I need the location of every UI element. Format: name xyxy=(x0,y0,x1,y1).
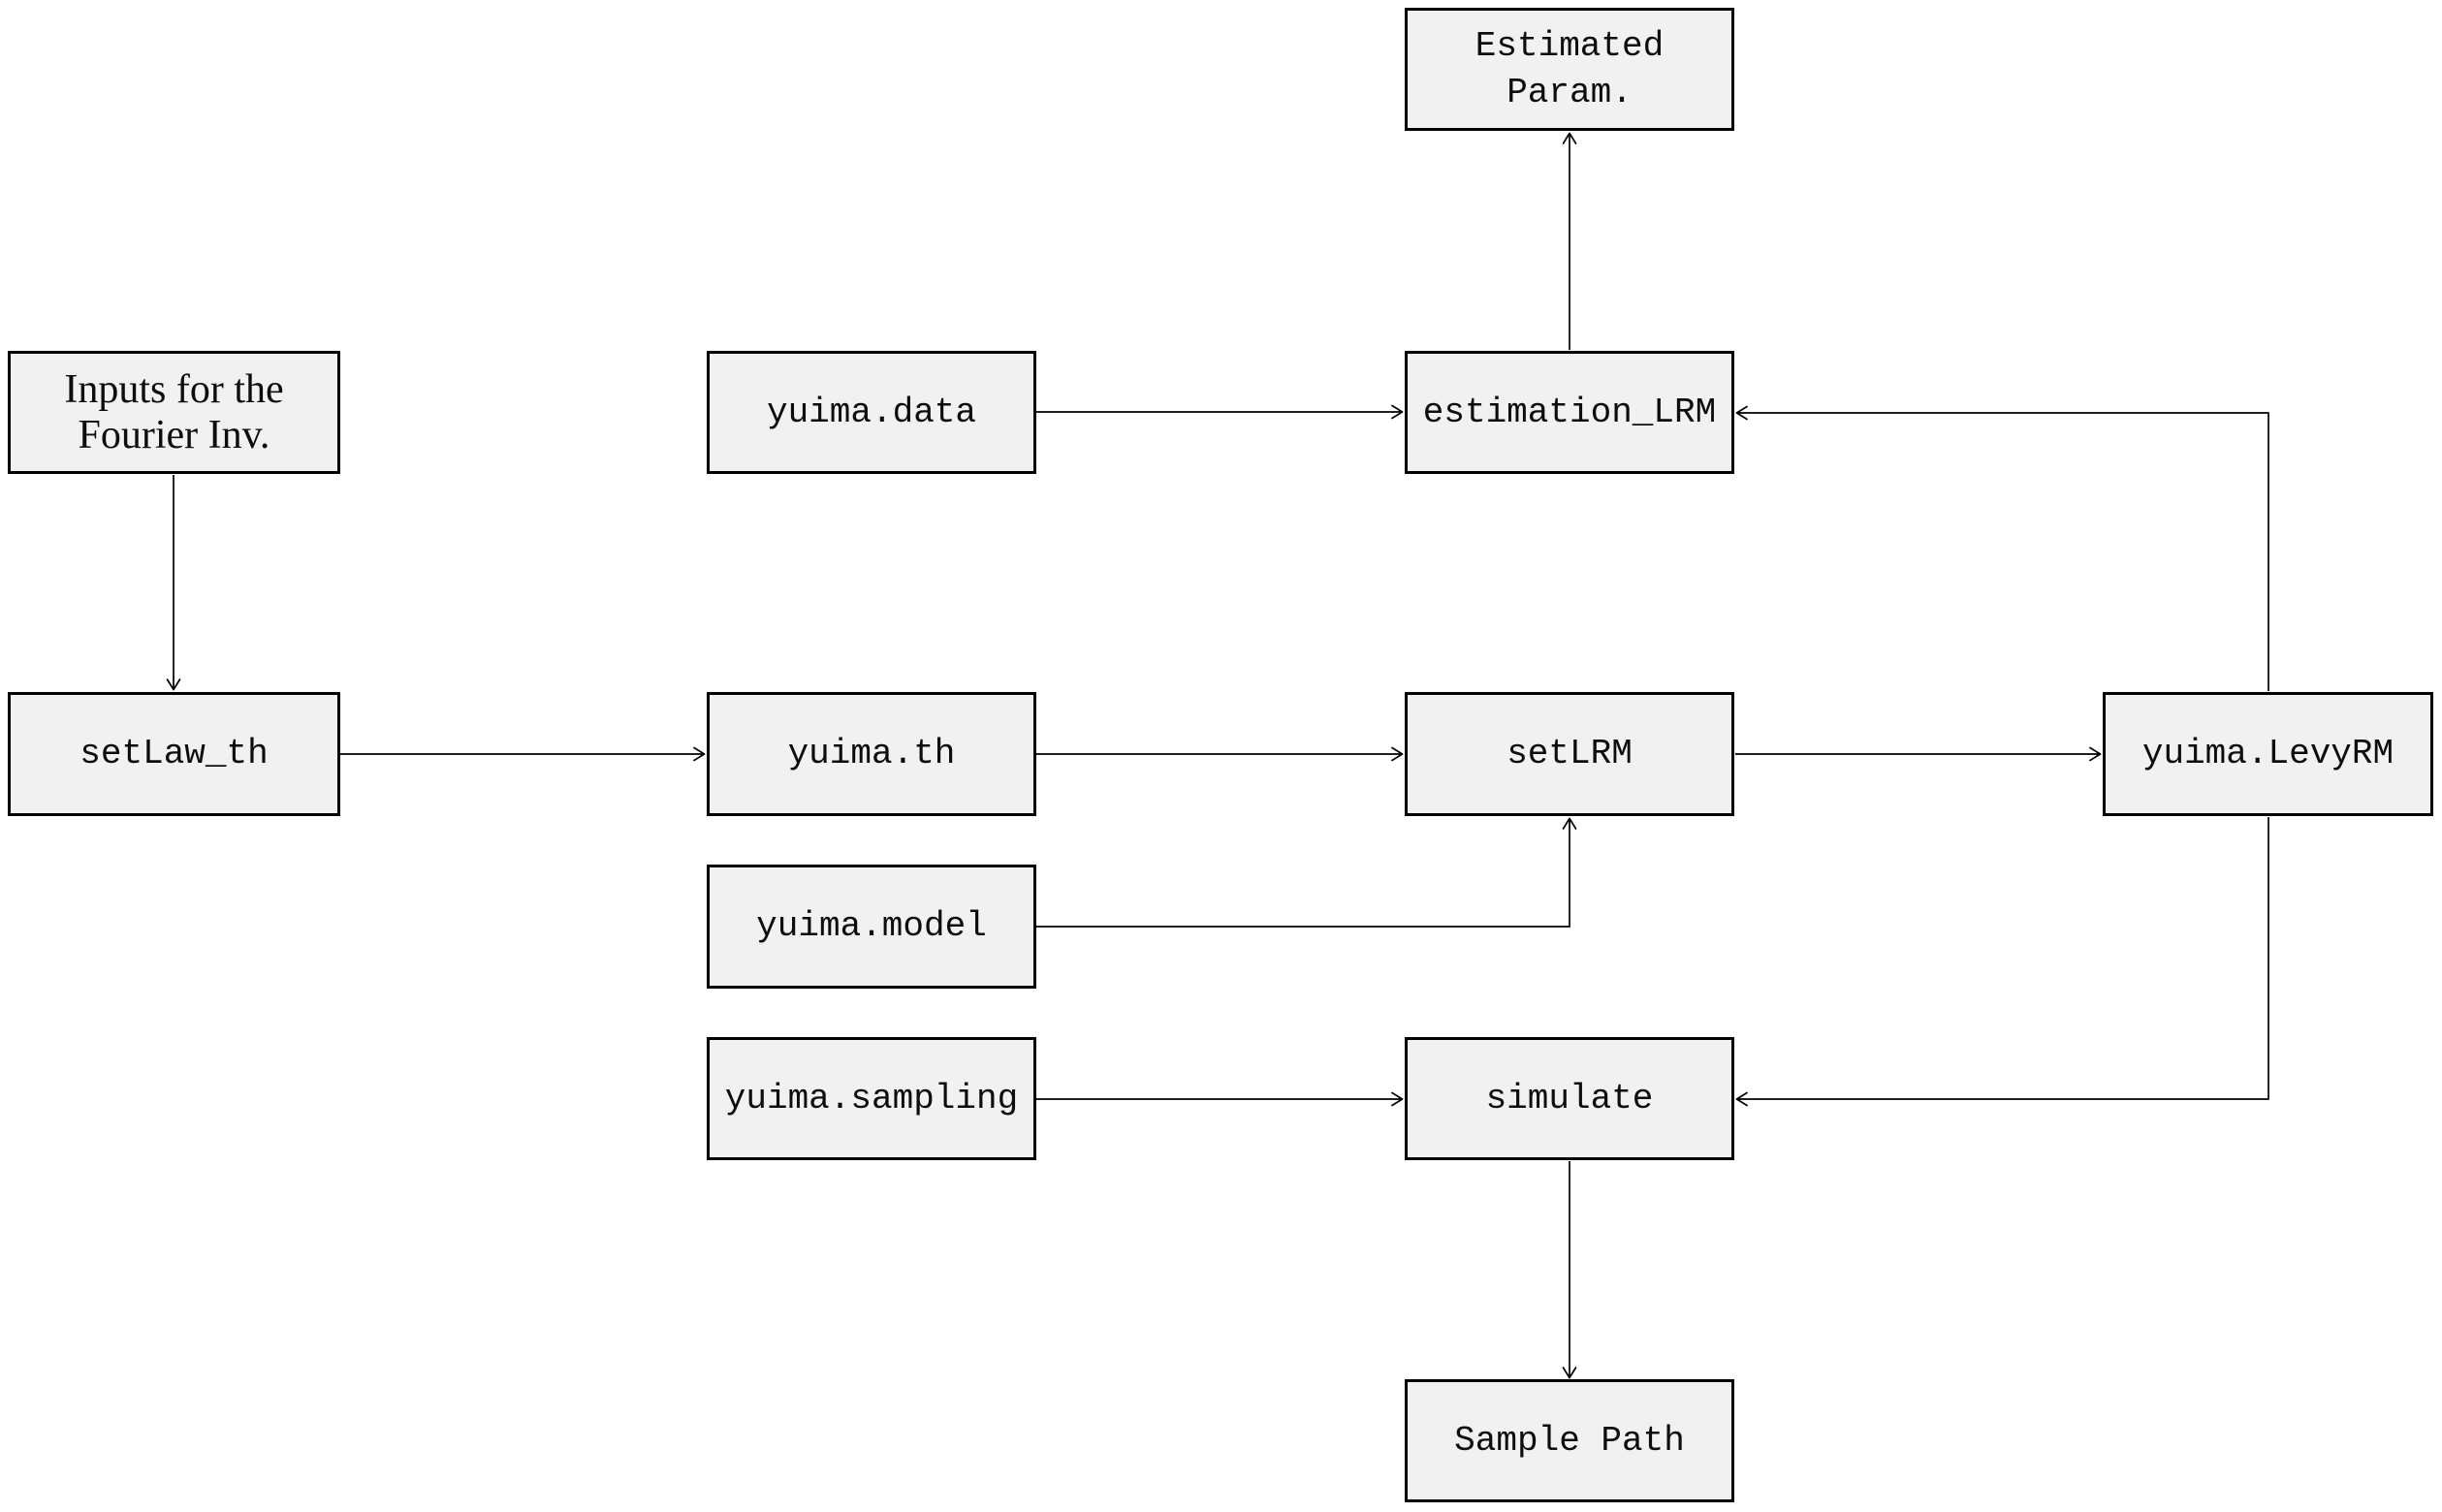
node-estimation-lrm: estimation_LRM xyxy=(1405,351,1734,474)
edge-model-to-setlrm xyxy=(1036,817,1577,928)
node-yuima-data: yuima.data xyxy=(707,351,1036,474)
node-setlrm: setLRM xyxy=(1405,692,1734,816)
node-yuima-th-label: yuima.th xyxy=(787,734,956,773)
node-inputs-fourier-label: Inputs for the Fourier Inv. xyxy=(64,366,284,457)
node-simulate: simulate xyxy=(1405,1037,1734,1160)
node-yuima-model-label: yuima.model xyxy=(756,906,987,946)
node-estimated-param: Estimated Param. xyxy=(1405,8,1734,131)
node-estimation-lrm-label: estimation_LRM xyxy=(1422,392,1717,432)
node-yuima-data-label: yuima.data xyxy=(766,392,977,432)
node-yuima-sampling-label: yuima.sampling xyxy=(724,1078,1019,1118)
node-setlrm-label: setLRM xyxy=(1506,734,1633,773)
node-inputs-fourier: Inputs for the Fourier Inv. xyxy=(8,351,340,474)
node-setlaw-th: setLaw_th xyxy=(8,692,340,816)
node-simulate-label: simulate xyxy=(1485,1078,1654,1118)
node-yuima-model: yuima.model xyxy=(707,865,1036,989)
node-yuima-th: yuima.th xyxy=(707,692,1036,816)
node-yuima-levyrm: yuima.LevyRM xyxy=(2103,692,2433,816)
node-yuima-sampling: yuima.sampling xyxy=(707,1037,1036,1160)
edge-levyrm-to-simulate xyxy=(1735,817,2269,1107)
edge-levyrm-to-estimation xyxy=(1735,405,2269,691)
node-yuima-levyrm-label: yuima.LevyRM xyxy=(2141,734,2394,773)
node-setlaw-th-label: setLaw_th xyxy=(79,734,269,773)
node-sample-path-label: Sample Path xyxy=(1454,1420,1685,1461)
node-estimated-param-label: Estimated Param. xyxy=(1475,25,1665,112)
node-sample-path: Sample Path xyxy=(1405,1379,1734,1502)
